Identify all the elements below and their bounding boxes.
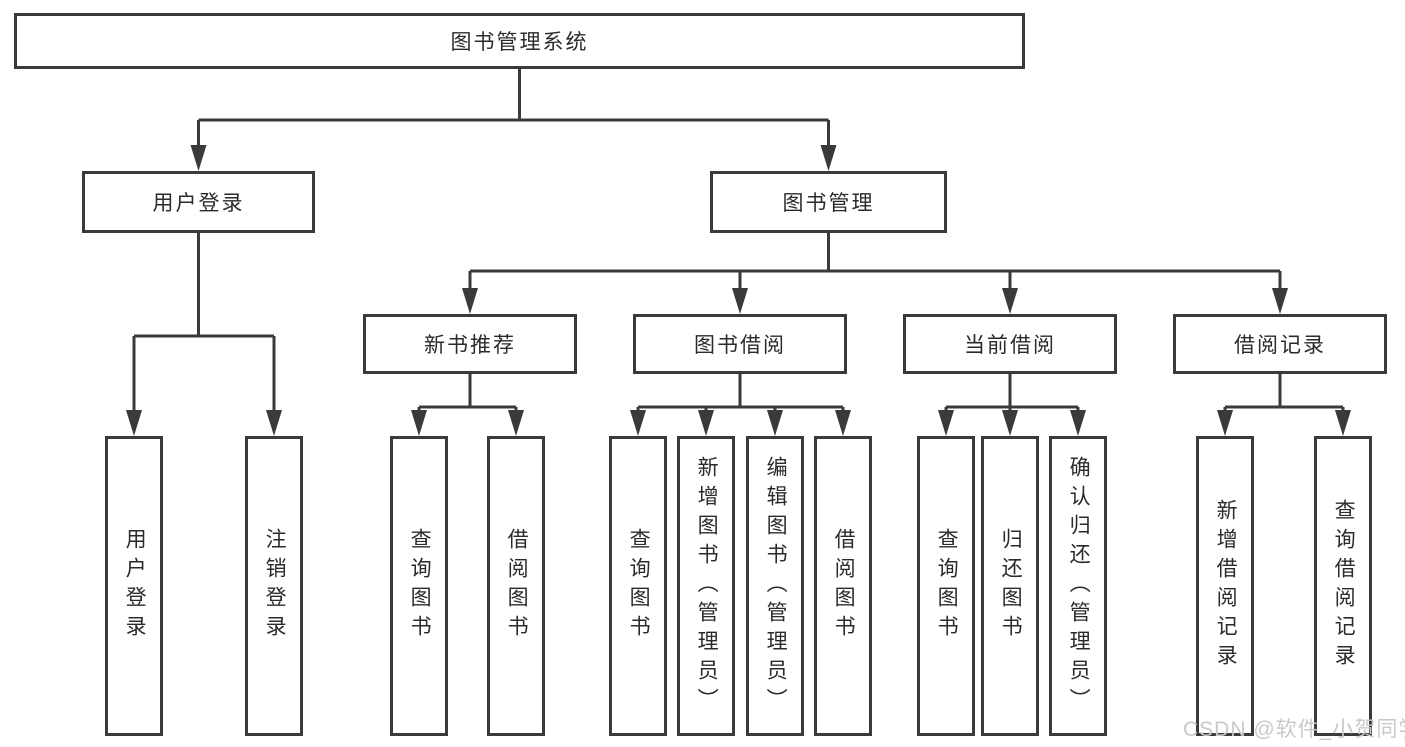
arrow-down-icon [938,410,954,436]
node-label: 注销登录 [263,528,287,644]
node-label: 查询借阅记录 [1332,499,1356,673]
node-logout-leaf: 注销登录 [245,436,303,736]
arrow-down-icon [1272,288,1288,314]
node-add-borrow-record: 新增借阅记录 [1196,436,1254,736]
arrow-down-icon [462,288,478,314]
node-book-management-branch: 图书管理 [710,171,947,233]
node-borrow-books-recommend: 借阅图书 [487,436,545,736]
node-query-books-recommend: 查询图书 [390,436,448,736]
node-label: 新书推荐 [424,334,516,357]
node-label: 查询图书 [627,528,651,644]
node-current-borrowing: 当前借阅 [903,314,1117,374]
node-label: 查询图书 [935,528,959,644]
node-label: 借阅图书 [832,528,856,644]
watermark: CSDN @软件_小贺同学 [1183,718,1405,741]
node-library-management-system: 图书管理系统 [14,13,1025,69]
node-label: 当前借阅 [964,334,1056,357]
arrow-down-icon [1002,410,1018,436]
arrow-down-icon [630,410,646,436]
node-label: 借阅图书 [505,528,529,644]
node-query-books-current: 查询图书 [917,436,975,736]
arrow-down-icon [1070,410,1086,436]
arrow-down-icon [190,145,207,171]
arrow-down-icon [508,410,524,436]
arrow-down-icon [732,288,748,314]
arrow-down-icon [411,410,427,436]
node-borrow-books-borrowing: 借阅图书 [814,436,872,736]
node-query-books-borrowing: 查询图书 [609,436,667,736]
node-label: 借阅记录 [1234,334,1326,357]
arrow-down-icon [266,410,282,436]
node-label: 图书管理 [782,192,875,215]
arrow-down-icon [820,145,837,171]
connector-path [132,69,1345,429]
node-label: 编辑图书（管理员） [764,455,788,717]
arrow-down-icon [1002,288,1018,314]
node-label: 用户登录 [152,192,245,215]
node-label: 图书借阅 [694,334,786,357]
node-user-login-leaf: 用户登录 [105,436,163,736]
node-user-login-branch: 用户登录 [82,171,315,233]
arrow-down-icon [1335,410,1351,436]
node-query-borrow-record: 查询借阅记录 [1314,436,1372,736]
node-book-borrowing: 图书借阅 [633,314,847,374]
node-new-book-recommendation: 新书推荐 [363,314,577,374]
node-label: 确认归还（管理员） [1067,455,1091,717]
node-borrowing-records: 借阅记录 [1173,314,1387,374]
node-edit-books-admin: 编辑图书（管理员） [746,436,804,736]
node-label: 新增借阅记录 [1214,499,1238,673]
node-return-books: 归还图书 [981,436,1039,736]
node-label: 用户登录 [123,528,147,644]
node-label: 新增图书（管理员） [695,455,719,717]
arrow-down-icon [835,410,851,436]
node-label: 归还图书 [999,528,1023,644]
arrow-down-icon [698,410,714,436]
node-add-books-admin: 新增图书（管理员） [677,436,735,736]
node-label: 图书管理系统 [450,31,589,54]
node-label: 查询图书 [408,528,432,644]
arrow-down-icon [1217,410,1233,436]
arrow-down-icon [767,410,783,436]
arrow-down-icon [126,410,142,436]
node-confirm-return-admin: 确认归还（管理员） [1049,436,1107,736]
